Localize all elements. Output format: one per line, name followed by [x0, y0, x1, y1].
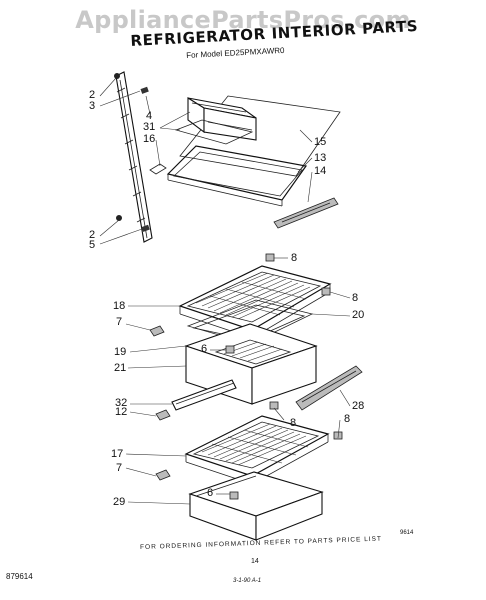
drawer-slide-right	[295, 365, 363, 411]
callout-28: 28	[352, 400, 365, 412]
callout-3: 3	[89, 100, 96, 112]
callout-29: 29	[113, 496, 126, 508]
callout-6-a: 6	[201, 343, 208, 355]
crisper-cover-upper	[178, 265, 332, 339]
callout-2: 2	[89, 89, 96, 101]
leader-lines	[99, 77, 351, 505]
crisper-drawer-upper	[184, 323, 318, 405]
callout-12: 12	[115, 406, 128, 418]
callout-8-d: 8	[344, 413, 351, 425]
callout-8-b: 8	[352, 292, 359, 304]
callout-4: 4	[146, 110, 153, 122]
callout-7-a: 7	[116, 316, 123, 328]
diagram-code: 9614	[400, 530, 414, 536]
screws	[114, 73, 150, 232]
callout-15: 15	[314, 136, 327, 148]
shelf-support-rail	[115, 71, 153, 243]
callout-7-b: 7	[116, 462, 123, 474]
callout-14: 14	[314, 165, 327, 177]
trim-strip	[273, 197, 339, 229]
callout-8-c: 8	[290, 417, 297, 429]
callout-21: 21	[114, 362, 127, 374]
callout-31: 31	[143, 121, 156, 133]
callout-2-lower: 2	[89, 229, 96, 241]
utility-bin	[174, 97, 257, 145]
callout-18: 18	[113, 300, 126, 312]
callout-32: 32	[115, 397, 128, 409]
callout-20: 20	[352, 309, 365, 321]
watermark: AppliancePartsPros.com	[75, 6, 411, 34]
date-mark: 3-1-90 A-1	[233, 578, 262, 584]
catalog-code: 879614	[6, 572, 33, 581]
crisper-drawer-lower	[188, 471, 324, 541]
callout-16: 16	[143, 133, 156, 145]
shelf-frame	[149, 145, 308, 207]
callout-19: 19	[114, 346, 127, 358]
callout-8-a: 8	[291, 252, 298, 264]
callout-6-b: 6	[207, 487, 214, 499]
callout-13: 13	[314, 152, 327, 164]
callout-5: 5	[89, 239, 96, 251]
brackets	[149, 253, 343, 500]
callout-17: 17	[111, 448, 124, 460]
drawer-slide-left	[171, 379, 237, 411]
page-number: 14	[251, 558, 259, 565]
